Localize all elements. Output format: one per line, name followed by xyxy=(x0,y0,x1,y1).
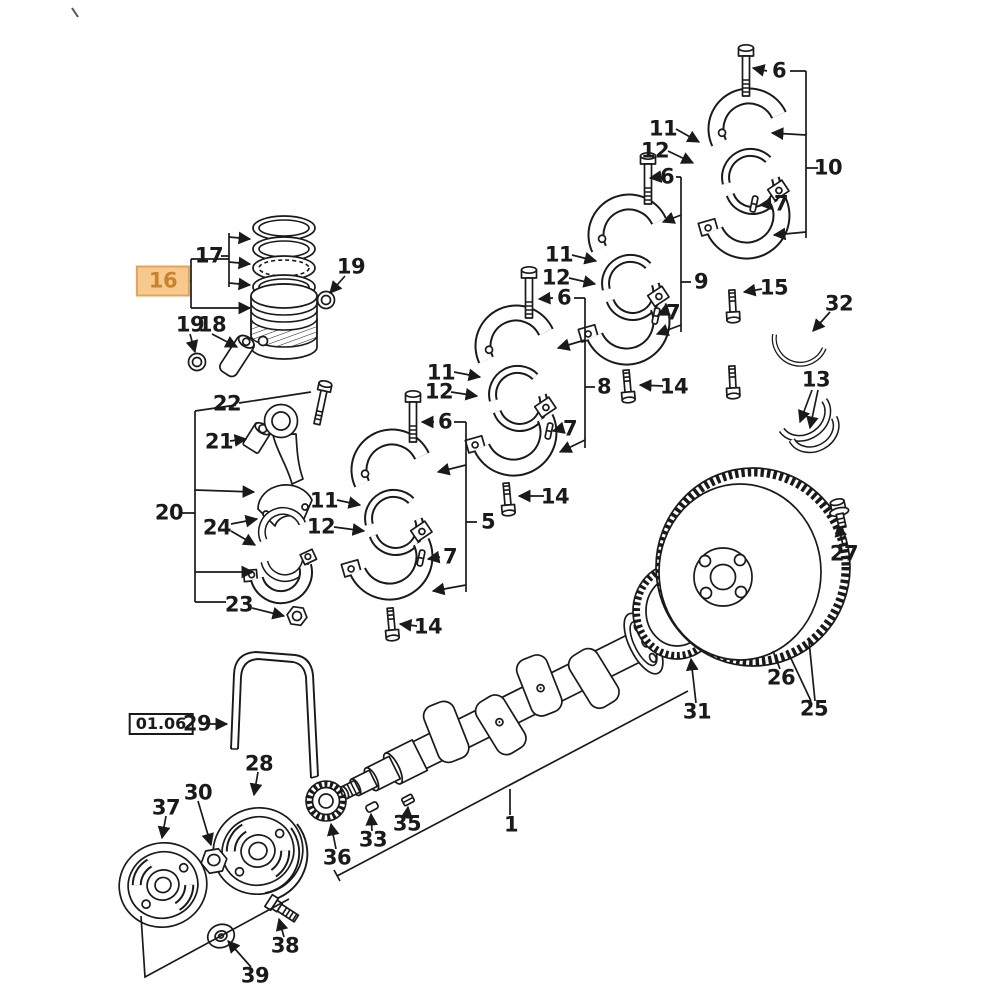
callout-10: 10 xyxy=(813,155,843,180)
belt-wrap xyxy=(264,823,309,902)
main-bearing-group-5 xyxy=(338,426,449,609)
cursor-artifact xyxy=(71,7,79,18)
rear-seal-32 xyxy=(771,334,827,367)
callout-35: 35 xyxy=(392,811,422,836)
callout-31: 31 xyxy=(682,699,712,724)
fan-belt-29 xyxy=(230,651,319,779)
bushing-21 xyxy=(242,421,272,454)
callout-30: 30 xyxy=(183,780,213,805)
cap-bolts-6 xyxy=(404,43,755,443)
callout-8: 8 xyxy=(596,374,612,399)
callout-23: 23 xyxy=(224,592,254,617)
callout-12-g8: 12 xyxy=(424,379,454,404)
callout-19-left: 19 xyxy=(175,312,205,337)
callout-24: 24 xyxy=(202,515,232,540)
callout-36: 36 xyxy=(322,845,352,870)
callout-11-g9: 11 xyxy=(544,242,574,267)
callout-11-g8: 11 xyxy=(426,360,456,385)
flywheel-25-26 xyxy=(655,467,851,667)
crankshaft-1 xyxy=(339,612,672,800)
callout-20: 20 xyxy=(154,500,184,525)
callout-17: 17 xyxy=(194,243,224,268)
bolt-38 xyxy=(263,893,300,923)
callout-5: 5 xyxy=(480,509,496,534)
leader-lines xyxy=(140,64,847,979)
callout-21: 21 xyxy=(204,429,234,454)
main-bearing-group-10 xyxy=(695,85,806,268)
main-bearing-group-8 xyxy=(462,302,573,485)
callout-6-g9: 6 xyxy=(659,164,675,189)
reference-box-0106[interactable]: 01.06 xyxy=(128,713,194,735)
callout-12-g9: 12 xyxy=(541,265,571,290)
callout-14-g9: 14 xyxy=(659,374,689,399)
callout-27: 27 xyxy=(829,541,859,566)
piston-16 xyxy=(250,283,318,360)
callout-14-g5: 14 xyxy=(413,614,443,639)
callout-11-g10: 11 xyxy=(648,116,678,141)
callout-9: 9 xyxy=(693,269,709,294)
callout-15: 15 xyxy=(759,275,789,300)
callout-12-g10: 12 xyxy=(640,138,670,163)
callout-33: 33 xyxy=(358,827,388,852)
pulley-28 xyxy=(212,806,304,896)
rod-bolt-22 xyxy=(313,379,333,426)
callout-18: 18 xyxy=(197,312,227,337)
thrust-washers-13 xyxy=(778,398,840,454)
callout-12-g5: 12 xyxy=(306,514,336,539)
circlip-19-right xyxy=(316,290,336,310)
plug-35 xyxy=(400,793,416,807)
circlip-19-left xyxy=(187,352,207,372)
callout-7-g10: 7 xyxy=(773,191,789,216)
callout-29: 29 xyxy=(182,711,212,736)
callout-16-highlighted[interactable]: 16 xyxy=(135,265,191,297)
callout-7-g5: 7 xyxy=(442,544,458,569)
rod-nut-23 xyxy=(286,605,308,627)
callout-22: 22 xyxy=(212,391,242,416)
callout-7-g9: 7 xyxy=(665,300,681,325)
callout-32: 32 xyxy=(824,291,854,316)
callout-37: 37 xyxy=(151,795,181,820)
callout-6-g5: 6 xyxy=(437,409,453,434)
callout-14-g8: 14 xyxy=(540,484,570,509)
pulley-37 xyxy=(118,841,208,929)
callout-11-g5: 11 xyxy=(309,488,339,513)
callout-25: 25 xyxy=(799,696,829,721)
callout-6-g10: 6 xyxy=(771,58,787,83)
callout-1: 1 xyxy=(503,812,519,837)
callout-13: 13 xyxy=(801,367,831,392)
callout-38: 38 xyxy=(270,933,300,958)
callout-39: 39 xyxy=(240,963,270,988)
crank-gear-36 xyxy=(305,780,347,822)
callout-19-right: 19 xyxy=(336,254,366,279)
callout-7-g8: 7 xyxy=(562,416,578,441)
callout-26: 26 xyxy=(766,665,796,690)
nut-30 xyxy=(200,847,228,875)
woodruff-key-33 xyxy=(365,801,379,813)
callout-6-g8: 6 xyxy=(556,285,572,310)
piston-pin-18 xyxy=(219,334,255,378)
callout-28: 28 xyxy=(244,751,274,776)
